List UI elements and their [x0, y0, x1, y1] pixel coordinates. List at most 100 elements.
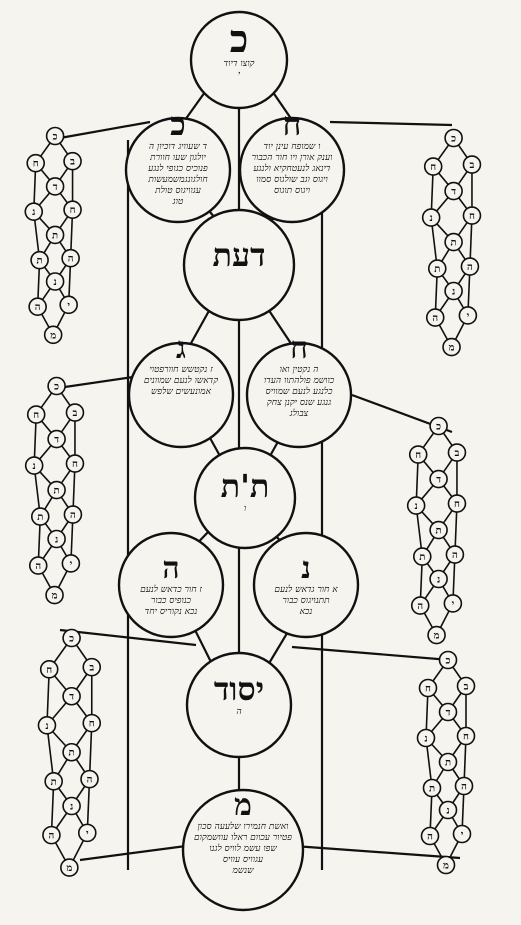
sefirah-chokhmah-note: וענק אורן ויו חור הכבור: [252, 153, 333, 163]
mini-tree-node: [408, 445, 428, 464]
mini-tree-node: [39, 660, 59, 679]
mini-tree-node-letter: ח: [72, 459, 78, 470]
mini-tree-node: [427, 625, 446, 645]
mini-tree-node-letter: י: [452, 599, 455, 610]
mini-tree-node-letter: ב: [455, 448, 460, 459]
mini-tree-node: [425, 308, 445, 327]
mini-tree-node: [77, 823, 97, 843]
mini-tree-node: [47, 480, 66, 500]
mini-tree-node: [43, 325, 63, 345]
mini-tree-node: [28, 297, 47, 317]
mini-tree-node-letter: ד: [54, 435, 59, 446]
mini-tree-node-letter: ת: [54, 486, 60, 497]
mini-tree-node: [28, 556, 48, 575]
mini-tree-node-letter: נ: [452, 287, 455, 298]
mini-tree-node: [454, 776, 474, 796]
mini-tree-node: [445, 545, 465, 564]
mini-tree-node: [442, 337, 461, 357]
mini-tree-node-letter: ח: [415, 450, 421, 461]
mini-tree-node-letter: ת: [37, 256, 43, 267]
mini-tree-node-letter: נ: [415, 501, 418, 512]
mini-tree-node: [45, 585, 64, 605]
mini-tree-node: [47, 429, 66, 449]
mini-tree-node-letter: נ: [437, 575, 440, 586]
mini-tree-node: [62, 686, 81, 706]
mini-tree-node-letter: ב: [73, 408, 78, 419]
sefirah-hod-circle: [117, 531, 225, 639]
mini-tree-node-letter: ת: [436, 526, 442, 537]
mini-tree-node-letter: ח: [469, 211, 475, 222]
sefirah-binah-circle: [124, 116, 232, 224]
sefirah-malkhut-note: שנשמ: [232, 866, 254, 876]
mini-tree-node: [444, 281, 463, 301]
mini-tree-node: [410, 596, 430, 615]
mini-tree-node-letter: ת: [52, 230, 58, 241]
sefirah-binah-note: פנוכיס כגופי לנגע: [147, 163, 208, 174]
mini-tree-edge: [88, 723, 93, 780]
mini-tree-node-letter: ת: [445, 758, 451, 769]
mini-tree-node: [443, 594, 463, 613]
sefirah-yesod-circle: [185, 651, 293, 759]
mini-tree-node-letter: ה: [35, 561, 41, 572]
mini-tree-node: [444, 181, 463, 201]
mini-tree-node: [429, 569, 448, 589]
mini-tree-node: [63, 200, 82, 220]
mini-tree-node-letter: י: [86, 828, 89, 839]
mini-tree-node: [42, 825, 61, 845]
mini-tree-node-letter: ה: [49, 831, 55, 842]
mini-tree-node: [452, 824, 472, 844]
mini-tree-node: [47, 529, 66, 549]
mini-tree-node-letter: ה: [432, 313, 438, 324]
sefirah-binah-note: חולגונגמשמעשות: [147, 174, 208, 185]
sefirah-yesod-note: ה: [236, 707, 241, 717]
mini-tree-node-letter: ת: [429, 784, 435, 795]
mini-tree-node: [63, 151, 82, 171]
mini-tree-node: [45, 177, 65, 196]
mini-tree-node: [420, 826, 440, 846]
mini-tree-node: [438, 752, 458, 772]
mini-tree-node: [45, 225, 65, 245]
mini-tree-node-letter: נ: [32, 207, 35, 218]
sefirah-daat-letter: דעת: [212, 236, 265, 274]
sefirah-keter-letter: כ: [230, 16, 249, 61]
mini-tree-node-letter: ה: [87, 775, 93, 786]
mini-tree-node-letter: כ: [436, 422, 441, 433]
sefirah-tiferet-note: ו: [244, 504, 246, 514]
mini-tree-edge: [46, 669, 50, 726]
sefirah-chesed-note: כוושמ פולהתוו העדו: [264, 375, 335, 386]
mini-tree-node-letter: ד: [436, 475, 441, 486]
sefirah-netzach-note: תתנויגוס כבור: [282, 596, 330, 606]
mini-tree-node: [429, 416, 448, 436]
mini-tree-node-letter: ב: [70, 157, 75, 168]
sefirah-malkhut-letter: מ: [234, 788, 252, 823]
mini-tree-node: [436, 855, 456, 875]
sefirah-malkhut-note: עגוויס עוויס: [223, 855, 263, 865]
mini-tree-node: [444, 128, 463, 148]
sefirah-tiferet: ת'תו: [193, 446, 297, 550]
mini-tree-node: [30, 250, 49, 270]
sefirah-binah-note: ד שעוויג דוכיון ה: [149, 142, 208, 152]
mini-tree-node-letter: ה: [427, 832, 433, 843]
mini-tree-node: [458, 306, 478, 325]
mini-tree-node: [80, 769, 99, 789]
mini-tree-node-letter: ת: [51, 777, 57, 788]
mini-tree-node: [61, 248, 80, 268]
mini-tree-node: [30, 507, 50, 526]
sefirah-netzach-circle: [252, 531, 360, 639]
mini-tree-node-letter: י: [70, 559, 73, 570]
sefirah-hod-note: ז חור כדאש לנעם: [140, 584, 202, 595]
sefirah-netzach-letter: נ: [301, 551, 311, 586]
mini-tree-node-letter: נ: [45, 721, 48, 732]
mini-tree-node: [423, 157, 443, 176]
mini-tree-node-letter: ב: [464, 682, 469, 693]
